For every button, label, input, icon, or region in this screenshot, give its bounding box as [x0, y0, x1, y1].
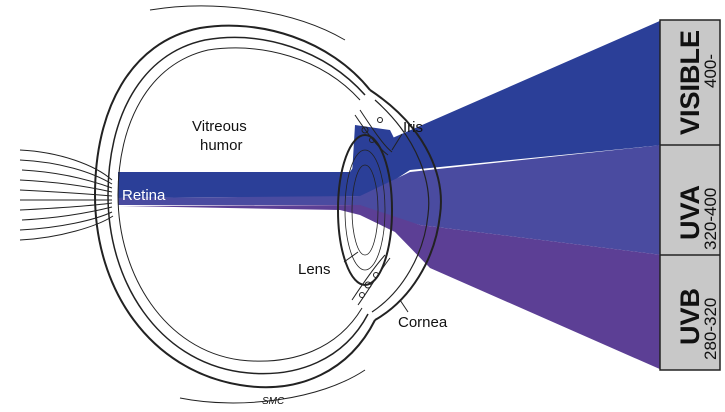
outer-tissue-top: [149, 5, 346, 41]
visible-ray-shaft: [118, 20, 662, 198]
leader-lines: [343, 133, 409, 313]
optic-nerve: [19, 149, 114, 241]
uva-band-label: UVA: [675, 185, 705, 240]
uvb-band-label: UVB: [675, 288, 705, 345]
uvb-band-range: 280-320: [701, 298, 720, 360]
sclera-outline: [93, 24, 376, 389]
eye-globe: [93, 5, 376, 404]
uvb-light-beam: [118, 205, 662, 370]
cornea: [369, 89, 442, 321]
spectrum-panel: VISIBLE 400- UVA 320-400 UVB 280-320: [659, 19, 721, 371]
uva-band-range: 320-400: [701, 188, 720, 250]
vitreous-label-line1: Vitreous: [192, 118, 247, 135]
visible-band-range: 400-: [701, 54, 720, 88]
vitreous-label-line2: humor: [200, 137, 243, 154]
cornea-label: Cornea: [398, 314, 448, 331]
choroid-outline: [107, 36, 369, 375]
lens-outline: [337, 134, 393, 286]
visible-band-label: VISIBLE: [675, 30, 705, 135]
spectrum-panel-bg: [659, 19, 721, 371]
uva-light-beam: [118, 145, 662, 255]
retina-label: Retina: [122, 187, 166, 204]
outer-tissue-bottom: [179, 369, 366, 404]
artist-signature: SMC: [262, 396, 285, 407]
retina-outline: [117, 47, 363, 362]
lens-label: Lens: [298, 261, 331, 278]
light-beams: [118, 20, 662, 370]
lens: [337, 134, 393, 286]
iris-label: Iris: [403, 119, 423, 136]
